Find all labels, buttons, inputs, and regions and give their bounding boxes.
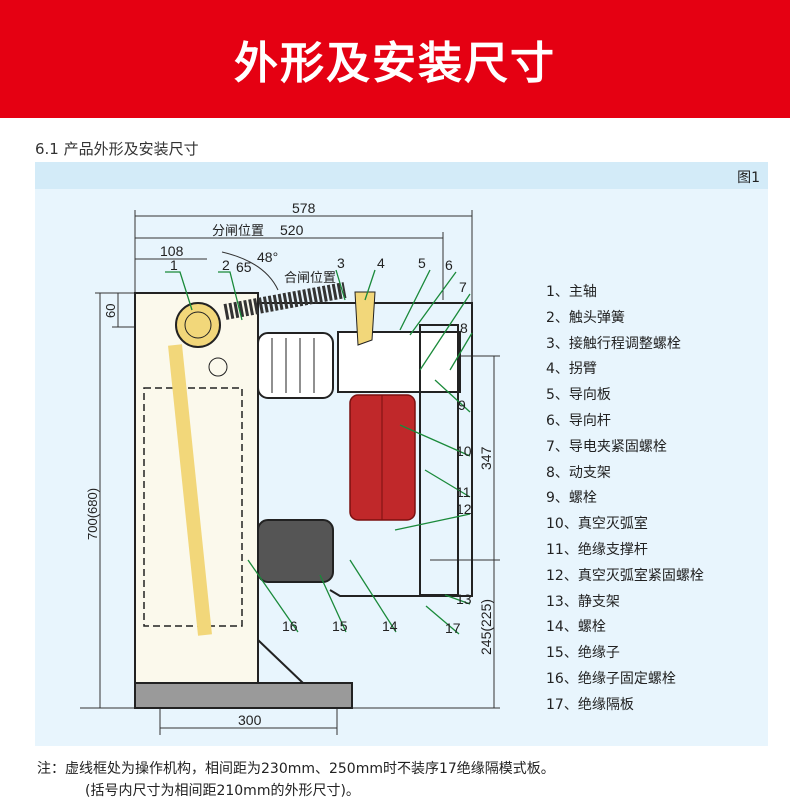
callout: 17 (445, 620, 461, 636)
legend-item: 17、绝缘隔板 (546, 696, 634, 713)
footnote: 注：虚线框处为操作机构，相间距为230mm、250mm时不装序17绝缘隔模式板。… (37, 758, 555, 802)
dim-700: 700(680) (85, 488, 100, 540)
dim-578: 578 (292, 200, 316, 216)
dimension-lines (80, 210, 500, 735)
dim-520: 520 (280, 222, 304, 238)
section-title: 6.1 产品外形及安装尺寸 (35, 140, 199, 158)
parts-legend: 1、主轴 2、触头弹簧 3、接触行程调整螺栓 4、拐臂 5、导向板 6、导向杆 … (546, 280, 704, 719)
legend-item: 15、绝缘子 (546, 645, 620, 662)
callout: 5 (418, 255, 426, 271)
leader-lines (165, 269, 473, 635)
dim-108: 108 (160, 243, 184, 259)
figure-header: 图1 (35, 162, 768, 189)
legend-item: 11、绝缘支撑杆 (546, 541, 648, 558)
callout: 14 (382, 618, 398, 634)
title-banner: 外形及安装尺寸 (0, 0, 790, 118)
legend-item: 12、真空灭弧室紧固螺栓 (546, 567, 704, 584)
moving-bracket (337, 331, 461, 393)
dim-300: 300 (238, 712, 262, 728)
callout: 10 (456, 443, 472, 459)
open-position-label: 分闸位置 (212, 223, 264, 238)
base-channel (134, 682, 353, 709)
angle-65: 65 (236, 259, 252, 275)
dim-347: 347 (478, 446, 494, 470)
callout: 15 (332, 618, 348, 634)
legend-item: 16、绝缘子固定螺栓 (546, 670, 676, 687)
legend-item: 5、导向板 (546, 387, 611, 404)
upper-insulator (257, 332, 334, 399)
callout: 4 (377, 255, 385, 271)
callout: 2 (222, 257, 230, 273)
legend-item: 9、螺栓 (546, 490, 597, 507)
legend-item: 8、动支架 (546, 464, 611, 481)
lower-insulator (257, 519, 334, 583)
callout: 7 (459, 279, 467, 295)
legend-item: 4、拐臂 (546, 361, 597, 378)
note-line-2: (括号内尺寸为相间距210mm的外形尺寸)。 (85, 783, 360, 799)
legend-item: 14、螺栓 (546, 619, 606, 636)
frame (258, 302, 473, 597)
closed-position-label: 合闸位置 (284, 270, 336, 285)
page-title: 外形及安装尺寸 (234, 38, 556, 89)
dim-245: 245(225) (478, 599, 494, 655)
operating-mechanism-outline (143, 387, 243, 627)
callout: 13 (456, 591, 472, 607)
legend-item: 3、接触行程调整螺栓 (546, 335, 681, 352)
contact-spring (223, 282, 347, 320)
callout: 3 (337, 255, 345, 271)
callout: 8 (460, 320, 468, 336)
callout: 6 (445, 257, 453, 273)
operating-rod (168, 344, 212, 636)
callout: 11 (456, 484, 471, 500)
dim-60: 60 (103, 304, 118, 318)
legend-item: 10、真空灭弧室 (546, 516, 648, 533)
callout: 1 (170, 257, 178, 273)
callout-numbers: 1 2 3 4 5 6 7 8 9 10 11 12 13 14 15 16 1… (170, 255, 472, 636)
callout: 9 (458, 397, 466, 413)
legend-item: 1、主轴 (546, 284, 597, 300)
legend-item: 2、触头弹簧 (546, 309, 625, 326)
legend-item: 13、静支架 (546, 593, 620, 610)
callout: 16 (282, 618, 298, 634)
note-line-1: 注：虚线框处为操作机构，相间距为230mm、250mm时不装序17绝缘隔模式板。 (37, 761, 555, 777)
legend-item: 6、导向杆 (546, 412, 611, 429)
figure-label: 图1 (737, 170, 760, 186)
main-shaft (175, 302, 221, 348)
legend-item: 7、导电夹紧固螺栓 (546, 438, 667, 455)
callout: 12 (456, 501, 472, 517)
angle-48: 48° (257, 249, 278, 265)
